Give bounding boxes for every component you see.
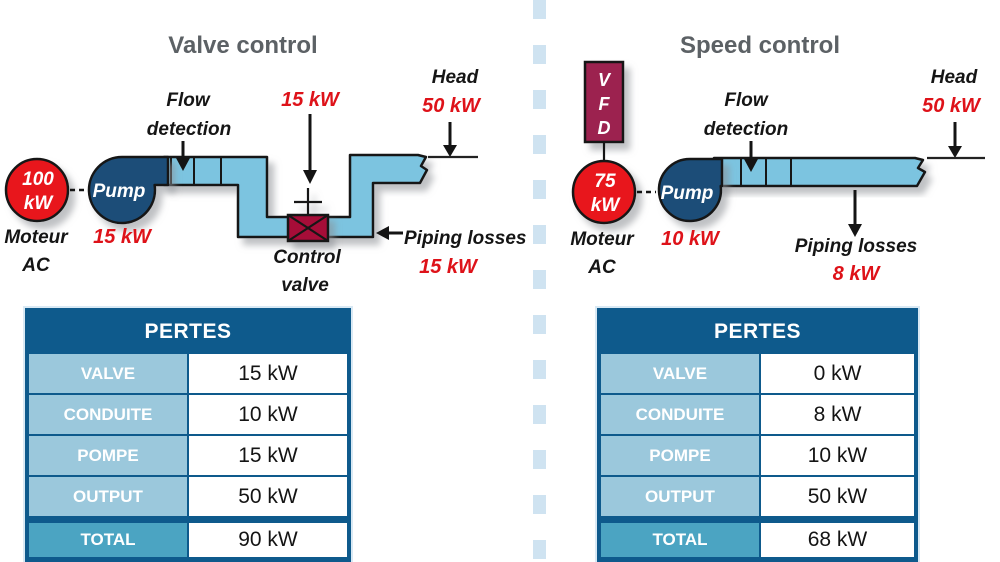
piping-losses-value: 8 kW: [833, 263, 882, 285]
head-power: 50 kW: [422, 95, 482, 117]
vfd-unit: V F D: [583, 60, 625, 144]
table-row-value: 50 kW: [760, 476, 915, 517]
pump: Pump: [657, 157, 724, 223]
motor-circle: [4, 157, 70, 223]
table-row-value: 50 kW: [188, 476, 348, 517]
head-label: Head: [432, 67, 479, 88]
flow-detection-line1: Flow: [724, 90, 768, 111]
table-row-value: 10 kW: [188, 394, 348, 435]
table-header: PERTES: [28, 311, 348, 353]
table-total-label: TOTAL: [600, 522, 760, 558]
vfd-letter-d: D: [598, 118, 611, 138]
diagram-svg: Valve control 100 kW Moteur AC Pump: [4, 32, 985, 296]
pertes-table-right: PERTES VALVE 0 kW CONDUITE 8 kW POMPE 10…: [595, 306, 920, 562]
table-row-label: OUTPUT: [28, 476, 188, 517]
control-valve-line1: Control: [273, 247, 341, 268]
flow-detection-line2: detection: [147, 119, 231, 140]
motor-ac: 100 kW: [4, 157, 70, 223]
table-row-label: POMPE: [600, 435, 760, 476]
motor-circle: [571, 159, 637, 225]
table-row-label: VALVE: [28, 353, 188, 394]
motor-power-line2: kW: [24, 193, 55, 214]
valve-loss-label: 15 kW: [281, 89, 341, 111]
pump-shape: [657, 157, 724, 223]
table-row-value: 8 kW: [760, 394, 915, 435]
head-label: Head: [931, 67, 978, 88]
head-arrow-icon: [443, 122, 457, 157]
pump-label: Pump: [93, 181, 146, 202]
panel-divider: [533, 0, 546, 562]
head-power: 50 kW: [922, 95, 982, 117]
pump-loss: 15 kW: [93, 226, 153, 248]
piping-run: [712, 156, 927, 188]
flow-detection-line1: Flow: [166, 90, 210, 111]
piping-losses-value: 15 kW: [419, 256, 479, 278]
total-separator: [600, 517, 915, 522]
motor-power-line2: kW: [591, 195, 622, 216]
motor-caption-line1: Moteur: [4, 227, 69, 248]
table-header: PERTES: [600, 311, 915, 353]
pump-shape: [87, 155, 170, 225]
table-row-label: OUTPUT: [600, 476, 760, 517]
table-row-value: 15 kW: [188, 435, 348, 476]
pertes-table-left: PERTES VALVE 15 kW CONDUITE 10 kW POMPE …: [23, 306, 353, 562]
piping-losses-label: Piping losses: [404, 228, 526, 249]
table-row-value: 0 kW: [760, 353, 915, 394]
piping-losses-arrow-icon: [848, 190, 862, 237]
valve-loss-arrow-icon: [303, 114, 317, 184]
valve-control-diagram: Valve control 100 kW Moteur AC Pump: [4, 32, 526, 296]
motor-caption-line1: Moteur: [570, 229, 635, 250]
table-total-label: TOTAL: [28, 522, 188, 558]
motor-power-line1: 75: [594, 171, 616, 192]
piping-losses-label: Piping losses: [795, 236, 917, 257]
total-separator: [28, 517, 348, 522]
table-row-label: VALVE: [600, 353, 760, 394]
table-total-value: 90 kW: [188, 522, 348, 558]
table-row-value: 15 kW: [188, 353, 348, 394]
head-arrow-icon: [948, 122, 962, 158]
table-row-value: 10 kW: [760, 435, 915, 476]
motor-power-line1: 100: [22, 169, 54, 190]
vfd-letter-v: V: [598, 70, 612, 90]
vfd-box: [583, 60, 625, 144]
flow-detection-arrow-icon: [744, 141, 758, 172]
motor-ac: 75 kW: [571, 159, 637, 225]
pump-label: Pump: [661, 183, 714, 204]
control-valve-line2: valve: [281, 275, 329, 296]
table-total-value: 68 kW: [760, 522, 915, 558]
control-valve-symbol: [286, 188, 330, 243]
vfd-letter-f: F: [599, 94, 611, 114]
piping-losses-arrow-icon: [376, 226, 403, 240]
flow-detection-line2: detection: [704, 119, 788, 140]
motor-caption-line2: AC: [21, 255, 50, 276]
pipe-shape: [712, 156, 927, 188]
pump-loss: 10 kW: [661, 228, 721, 250]
motor-caption-line2: AC: [587, 257, 616, 278]
speed-control-diagram: Speed control V F D 75 kW M: [570, 32, 985, 285]
pump: Pump: [87, 155, 170, 225]
speed-control-title: Speed control: [680, 32, 840, 59]
table-row-label: CONDUITE: [600, 394, 760, 435]
flow-detection-arrow-icon: [176, 141, 190, 171]
valve-control-title: Valve control: [168, 32, 317, 59]
table-row-label: POMPE: [28, 435, 188, 476]
table-row-label: CONDUITE: [28, 394, 188, 435]
